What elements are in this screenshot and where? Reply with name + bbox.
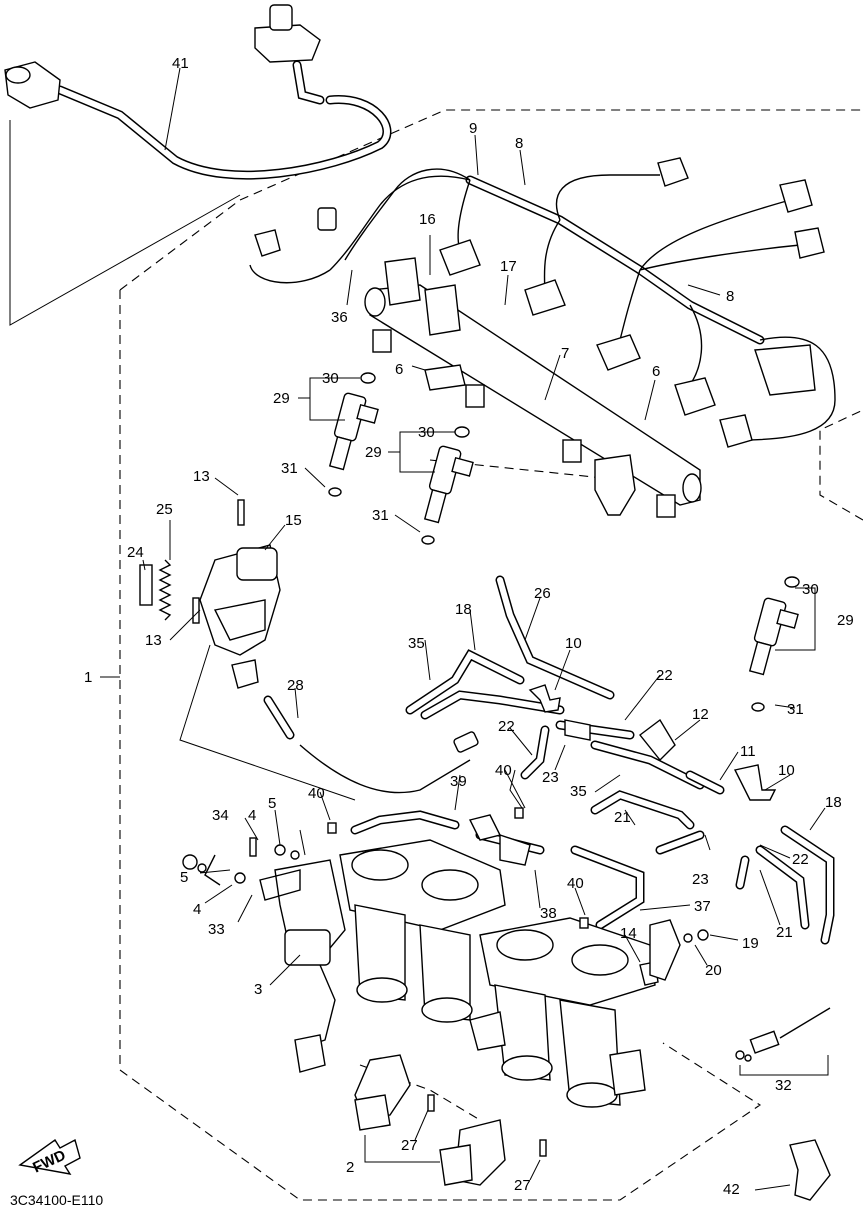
part-41-sensor-lead [4, 4, 392, 326]
callout-1: 1 [84, 669, 92, 686]
part-15-control-valve [139, 499, 356, 801]
callout-5-upper: 5 [268, 795, 276, 812]
callout-20: 20 [705, 962, 722, 979]
callout-38: 38 [540, 905, 557, 922]
callout-27-right: 27 [514, 1177, 531, 1194]
callout-31-mid: 31 [372, 507, 389, 524]
callout-23-upper: 23 [542, 769, 559, 786]
callout-28: 28 [287, 677, 304, 694]
part-3-throttle-body [274, 839, 656, 1108]
diagram-code: 3C34100-E110 [10, 1192, 103, 1208]
part-29-injectors [328, 372, 800, 712]
part-small-fasteners [182, 837, 301, 901]
callout-30-right: 30 [802, 581, 819, 598]
callout-4-lower: 4 [193, 901, 201, 918]
callout-6-left: 6 [395, 361, 403, 378]
part-9-wire-harness [249, 157, 836, 448]
callout-6-right: 6 [652, 363, 660, 380]
callout-4-upper: 4 [248, 807, 256, 824]
callout-22-mid: 22 [498, 718, 515, 735]
callout-7: 7 [561, 345, 569, 362]
callout-19: 19 [742, 935, 759, 952]
callout-29-mid: 29 [365, 444, 382, 461]
callout-35-left: 35 [408, 635, 425, 652]
part-14-20-32 [639, 919, 831, 1076]
callout-22-lower: 22 [792, 851, 809, 868]
callout-36: 36 [331, 309, 348, 326]
callout-12: 12 [692, 706, 709, 723]
callout-35-mid: 35 [570, 783, 587, 800]
callout-15: 15 [285, 512, 302, 529]
callout-26: 26 [534, 585, 551, 602]
part-2-sensors [354, 1054, 547, 1186]
fwd-arrow-icon: FWD [18, 1138, 81, 1177]
callout-13-lower: 13 [145, 632, 162, 649]
callout-40-right: 40 [567, 875, 584, 892]
callout-18-right: 18 [825, 794, 842, 811]
part-42-bracket [789, 1139, 831, 1201]
callout-24: 24 [127, 544, 144, 561]
callout-21-right: 21 [776, 924, 793, 941]
callout-40-mid: 40 [495, 762, 512, 779]
callout-labels: 1 2 3 4 4 5 5 6 6 7 8 8 9 10 10 11 12 13… [84, 55, 854, 1198]
callout-32: 32 [775, 1077, 792, 1094]
assembly-outline [119, 109, 863, 1201]
callout-40-left: 40 [308, 785, 325, 802]
callout-27-left: 27 [401, 1137, 418, 1154]
callout-13-upper: 13 [193, 468, 210, 485]
callout-33: 33 [208, 921, 225, 938]
callout-30-left: 30 [322, 370, 339, 387]
callout-8-lower: 8 [726, 288, 734, 305]
callout-34: 34 [212, 807, 229, 824]
callout-10-upper: 10 [565, 635, 582, 652]
callout-42: 42 [723, 1181, 740, 1198]
callout-14: 14 [620, 925, 637, 942]
callout-10-lower: 10 [778, 762, 795, 779]
callout-22-upper: 22 [656, 667, 673, 684]
callout-8-upper: 8 [515, 135, 523, 152]
callout-18-left: 18 [455, 601, 472, 618]
callout-11: 11 [740, 743, 756, 760]
callout-25: 25 [156, 501, 173, 518]
callout-5-lower: 5 [180, 869, 188, 886]
callout-2: 2 [346, 1159, 354, 1176]
part-37-39-hoses [327, 807, 589, 929]
callout-16: 16 [419, 211, 436, 228]
callout-37: 37 [694, 898, 711, 915]
callout-39: 39 [450, 773, 467, 790]
callout-29-right: 29 [837, 612, 854, 629]
callout-17: 17 [500, 258, 517, 275]
leader-lines [100, 67, 826, 1191]
callout-30-mid: 30 [418, 424, 435, 441]
callout-21-left: 21 [614, 809, 631, 826]
callout-9: 9 [469, 120, 477, 137]
callout-41: 41 [172, 55, 189, 72]
callout-31-left: 31 [281, 460, 298, 477]
callout-29-left: 29 [273, 390, 290, 407]
callout-23-lower: 23 [692, 871, 709, 888]
part-7-fuel-rail [364, 257, 702, 518]
callout-31-right: 31 [787, 701, 804, 718]
callout-3: 3 [254, 981, 262, 998]
